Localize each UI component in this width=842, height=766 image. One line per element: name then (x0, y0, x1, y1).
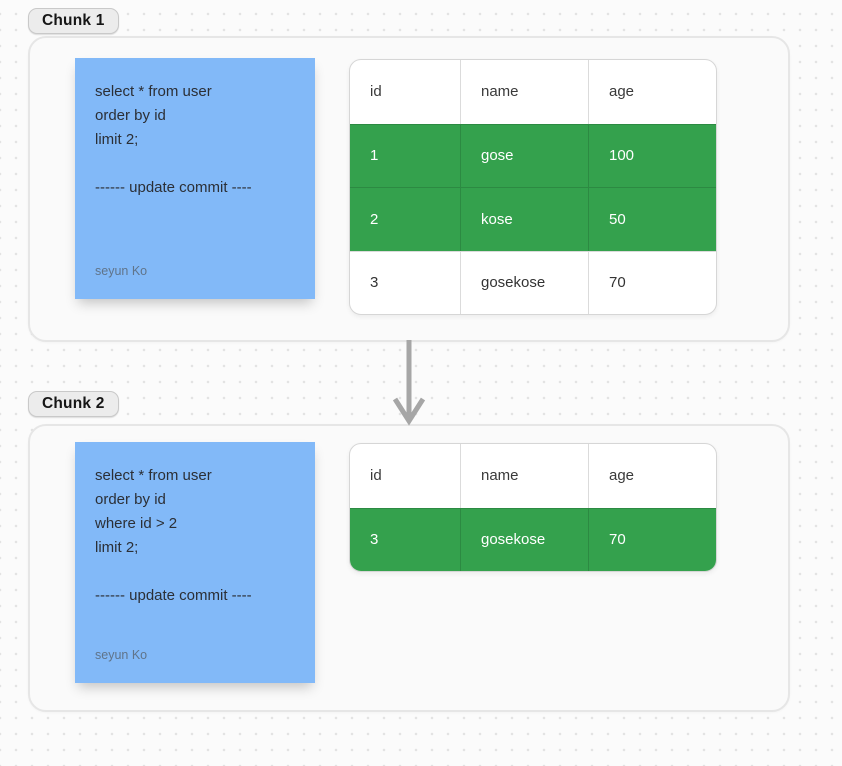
sql-line: where id > 2 (95, 515, 178, 532)
chunk-2-result-table: id name age 3 gosekose 70 (349, 443, 717, 572)
chunk-2-container: select * from user order by id where id … (28, 424, 790, 712)
header-cell-id: id (370, 467, 382, 485)
sql-line (95, 560, 295, 584)
table-row: 2 kose 50 (350, 187, 716, 251)
chunk-1-sql-note: select * from user order by id limit 2; … (75, 58, 315, 299)
table-row: 1 gose 100 (350, 123, 716, 187)
table-row: 3 gosekose 70 (350, 250, 716, 314)
cell-age: 70 (588, 251, 716, 314)
header-cell-name: name (460, 60, 588, 124)
cell-age: 100 (588, 124, 716, 187)
header-cell-id: id (370, 83, 382, 101)
sql-line: limit 2; (95, 131, 139, 148)
cell-id: 3 (370, 531, 379, 549)
cell-age: 70 (588, 508, 716, 571)
chunk-1-label: Chunk 1 (28, 8, 119, 34)
header-cell-name: name (460, 444, 588, 508)
chunk-1-result-table: id name age 1 gose 100 2 kose 50 3 gosek… (349, 59, 717, 315)
sql-line: order by id (95, 491, 166, 508)
cell-name: gose (460, 124, 588, 187)
chunk-2-sql-note: select * from user order by id where id … (75, 442, 315, 683)
cell-id: 3 (370, 274, 379, 292)
sql-line (95, 152, 295, 176)
header-cell-age: age (588, 444, 716, 508)
cell-age: 50 (588, 188, 716, 251)
cell-id: 1 (370, 147, 379, 165)
sql-line: limit 2; (95, 539, 139, 556)
down-arrow-icon (392, 340, 426, 426)
sql-line: select * from user (95, 83, 212, 100)
cell-name: gosekose (460, 251, 588, 314)
chunk-2-label-text: Chunk 2 (42, 395, 105, 412)
chunk-1-label-text: Chunk 1 (42, 12, 105, 29)
sql-line: ------ update commit ---- (95, 179, 252, 196)
table-row: 3 gosekose 70 (350, 507, 716, 571)
table-header-row: id name age (350, 444, 716, 508)
note-author: seyun Ko (95, 264, 148, 278)
header-cell-age: age (588, 60, 716, 124)
chunk-1-container: select * from user order by id limit 2; … (28, 36, 790, 342)
table-header-row: id name age (350, 60, 716, 124)
cell-name: gosekose (460, 508, 588, 571)
sql-line: ------ update commit ---- (95, 587, 252, 604)
cell-name: kose (460, 188, 588, 251)
note-author: seyun Ko (95, 648, 148, 662)
cell-id: 2 (370, 210, 379, 228)
sql-line: order by id (95, 107, 166, 124)
sql-line: select * from user (95, 467, 212, 484)
chunk-2-label: Chunk 2 (28, 391, 119, 417)
